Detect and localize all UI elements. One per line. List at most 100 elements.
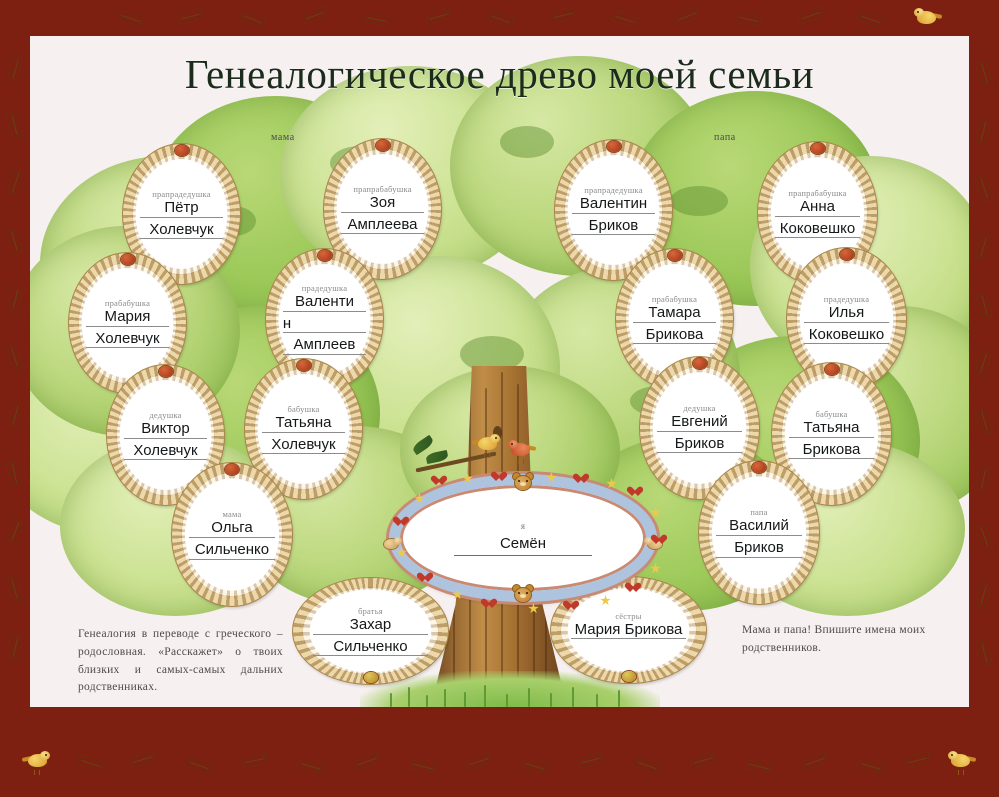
first-name: Захар xyxy=(312,616,429,635)
bird-icon xyxy=(506,440,537,464)
relation-label: я xyxy=(520,520,526,531)
first-name: Мария Брикова xyxy=(570,621,687,640)
first-name: Валенти xyxy=(282,293,367,312)
gem-icon xyxy=(692,358,707,369)
person-oval-great-grandmother-maternal[interactable]: прабабушка Мария Холевчук xyxy=(69,253,186,393)
person-oval-great-great-grandfather-paternal[interactable]: прапрадедушка Валентин Бриков xyxy=(555,140,672,280)
leaf-icon xyxy=(6,633,24,661)
leaf-icon xyxy=(177,7,205,25)
relation-label: прабабушка xyxy=(104,297,151,308)
gem-icon xyxy=(363,672,378,683)
person-oval-mother[interactable]: мама Ольга Сильченко xyxy=(172,463,292,606)
person-oval-father[interactable]: папа Василий Бриков xyxy=(699,461,819,604)
first-name: Пётр xyxy=(139,199,224,218)
leaf-icon xyxy=(487,9,516,29)
leaf-icon xyxy=(975,407,994,435)
leaf-icon xyxy=(975,639,993,667)
last-name: Холевчук xyxy=(85,330,170,349)
first-name: Илья xyxy=(804,304,889,323)
gem-icon xyxy=(158,366,173,377)
first-name: Василий xyxy=(716,517,802,536)
person-oval-great-great-grandmother-maternal[interactable]: прапрабабушка Зоя Амплеева xyxy=(324,139,441,279)
self-name: Семён xyxy=(453,535,593,556)
leaf-icon xyxy=(549,6,577,23)
gem-icon xyxy=(296,360,311,371)
leaf-icon xyxy=(363,10,391,27)
gem-icon xyxy=(120,254,135,265)
leaf-icon xyxy=(4,343,23,371)
first-name: Виктор xyxy=(123,420,208,439)
gem-icon xyxy=(621,671,636,682)
first-name: Татьяна xyxy=(789,419,874,438)
first-name: Валентин xyxy=(571,195,656,214)
intro-text: Генеалогия в переводе с греческого – род… xyxy=(78,628,283,694)
border-top xyxy=(0,0,999,36)
relation-label: бабушка xyxy=(287,403,320,414)
relation-label: сёстры xyxy=(615,610,642,621)
teddy-bear-icon xyxy=(513,585,533,603)
person-oval-great-grandfather-paternal[interactable]: прадедушка Илья Коковешко xyxy=(787,248,906,390)
gem-icon xyxy=(317,250,332,261)
last-name: Амплеев xyxy=(282,337,367,356)
star-icon xyxy=(600,595,611,606)
star-icon xyxy=(546,472,557,483)
teddy-bear-icon xyxy=(513,473,533,491)
leaf-icon xyxy=(5,227,24,255)
leaf-icon xyxy=(633,755,662,775)
heart-icon xyxy=(630,583,641,593)
heart-icon xyxy=(422,573,433,583)
leaf-icon xyxy=(797,5,825,24)
person-oval-grandfather-paternal[interactable]: дедушка Евгений Бриков xyxy=(640,357,759,499)
poster-page: Генеалогическое древо моей семьи мама па… xyxy=(30,36,969,707)
last-name: Сильченко xyxy=(312,638,429,657)
person-oval-self[interactable]: я Семён xyxy=(384,472,662,614)
first-name: Мария xyxy=(85,308,170,327)
leaf-icon xyxy=(6,55,25,83)
star-icon xyxy=(606,478,617,489)
last-name: Сильченко xyxy=(189,541,275,560)
person-oval-great-grandmother-paternal[interactable]: прабабушка Тамара Брикова xyxy=(616,249,733,389)
person-oval-great-great-grandfather-maternal[interactable]: прапрадедушка Пётр Холевчук xyxy=(123,144,240,284)
heart-icon xyxy=(578,474,589,484)
relation-label: прапрадедушка xyxy=(152,188,211,199)
heart-icon xyxy=(656,535,667,545)
leaf-icon xyxy=(735,10,763,28)
gem-icon xyxy=(810,143,825,154)
first-name: Зоя xyxy=(340,194,425,213)
leaf-icon xyxy=(801,751,830,771)
last-name: Коковешко xyxy=(804,326,889,345)
leaf-icon xyxy=(5,169,24,197)
person-oval-grandmother-maternal[interactable]: бабушка Татьяна Холевчук xyxy=(245,359,362,499)
last-name: Холевчук xyxy=(261,436,346,455)
leaf-icon xyxy=(409,757,437,775)
heart-icon xyxy=(568,601,579,611)
last-name xyxy=(571,643,686,649)
person-oval-great-grandfather-maternal[interactable]: прадедушка Валенти н Амплеев xyxy=(266,249,383,389)
person-oval-brothers[interactable]: братья Захар Сильченко xyxy=(293,578,448,684)
gem-icon xyxy=(375,140,390,151)
leaf-icon xyxy=(241,751,269,768)
leaf-icon xyxy=(689,751,717,770)
last-name: Брикова xyxy=(789,441,874,460)
leaf-icon xyxy=(745,757,773,775)
leaf-icon xyxy=(5,575,24,603)
person-oval-grandfather-maternal[interactable]: дедушка Виктор Холевчук xyxy=(107,365,224,505)
leaf-icon xyxy=(353,751,382,771)
leaf-icon xyxy=(5,111,23,139)
leaf-icon xyxy=(974,117,992,145)
leaf-icon xyxy=(117,8,145,27)
leaf-icon xyxy=(973,349,992,377)
star-icon xyxy=(462,473,473,484)
last-name: Коковешко xyxy=(775,220,860,239)
last-name: Холевчук xyxy=(139,221,224,240)
gem-icon xyxy=(606,141,621,152)
bird-icon xyxy=(38,8,64,28)
relation-label: прапрабабушка xyxy=(353,183,412,194)
leaf-icon xyxy=(577,751,605,769)
person-oval-grandmother-paternal[interactable]: бабушка Татьяна Брикова xyxy=(772,363,891,505)
heart-icon xyxy=(486,599,497,609)
leaf-icon xyxy=(974,233,993,261)
person-oval-great-great-grandmother-paternal[interactable]: прапрабабушка Анна Коковешко xyxy=(758,142,877,284)
leaf-icon xyxy=(465,751,493,770)
